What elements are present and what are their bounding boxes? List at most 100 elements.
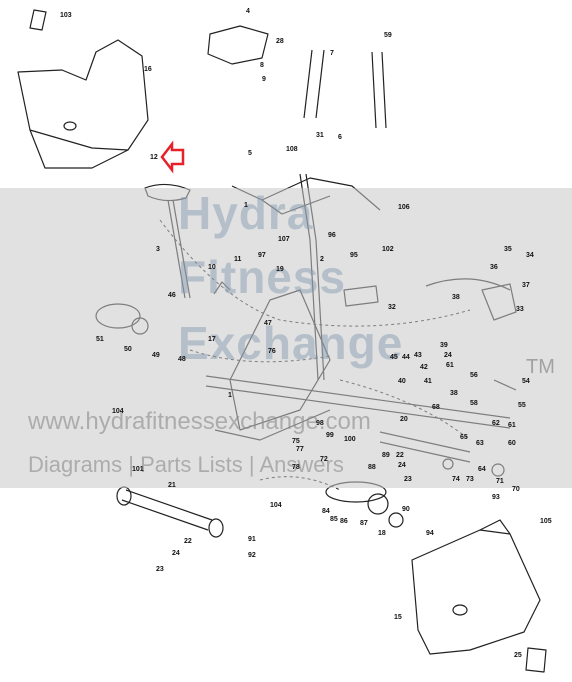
callout-22: 22: [396, 452, 404, 459]
highlight-arrow: [160, 140, 185, 174]
callout-48: 48: [178, 356, 186, 363]
rear-shroud-top: [17, 39, 149, 169]
callout-42: 42: [420, 364, 428, 371]
callout-41: 41: [424, 378, 432, 385]
callout-102: 102: [382, 246, 394, 253]
callout-40: 40: [398, 378, 406, 385]
callout-95: 95: [350, 252, 358, 259]
callout-9: 9: [262, 76, 266, 83]
callout-36: 36: [490, 264, 498, 271]
callout-85: 85: [330, 516, 338, 523]
callout-23: 23: [404, 476, 412, 483]
callout-4: 4: [246, 8, 250, 15]
callout-10: 10: [208, 264, 216, 271]
callout-65: 65: [460, 434, 468, 441]
callout-3: 3: [156, 246, 160, 253]
callout-75: 75: [292, 438, 300, 445]
callout-104-b: 104: [270, 502, 282, 509]
watermark-exchange: Exchange: [178, 317, 404, 369]
callout-64: 64: [478, 466, 486, 473]
callout-49: 49: [152, 352, 160, 359]
callout-1: 1: [244, 202, 248, 209]
console: [207, 25, 269, 65]
watermark-trademark: TM: [526, 356, 555, 378]
callout-61: 61: [446, 362, 454, 369]
callout-1-b: 1: [228, 392, 232, 399]
callout-2: 2: [320, 256, 324, 263]
callout-94: 94: [426, 530, 434, 537]
callout-70: 70: [512, 486, 520, 493]
callout-34: 34: [526, 252, 534, 259]
callout-97: 97: [258, 252, 266, 259]
callout-106: 106: [398, 204, 410, 211]
callout-76: 76: [268, 348, 276, 355]
callout-108: 108: [286, 146, 298, 153]
callout-20: 20: [400, 416, 408, 423]
callout-24-b: 24: [398, 462, 406, 469]
callout-72: 72: [320, 456, 328, 463]
callout-46: 46: [168, 292, 176, 299]
side-shroud-bottom: [411, 529, 541, 655]
callout-54: 54: [522, 378, 530, 385]
callout-58: 58: [470, 400, 478, 407]
callout-71: 71: [496, 478, 504, 485]
callout-18: 18: [378, 530, 386, 537]
callout-107: 107: [278, 236, 290, 243]
callout-32: 32: [388, 304, 396, 311]
callout-86: 86: [340, 518, 348, 525]
callout-50: 50: [124, 346, 132, 353]
callout-78: 78: [292, 464, 300, 471]
callout-12: 12: [150, 154, 158, 161]
callout-6: 6: [338, 134, 342, 141]
callout-24: 24: [444, 352, 452, 359]
watermark-hydra: Hydra: [178, 187, 314, 239]
callout-16: 16: [144, 66, 152, 73]
stabilizer-tube: [121, 489, 213, 531]
callout-74: 74: [452, 476, 460, 483]
callout-11: 11: [234, 256, 242, 263]
callout-100: 100: [344, 436, 356, 443]
callout-31: 31: [316, 132, 324, 139]
callout-28: 28: [276, 38, 284, 45]
callout-96: 96: [328, 232, 336, 239]
callout-77: 77: [296, 446, 304, 453]
callout-15: 15: [394, 614, 402, 621]
callout-35: 35: [504, 246, 512, 253]
callout-43: 43: [414, 352, 422, 359]
watermark-url: www.hydrafitnessexchange.com: [28, 408, 371, 435]
callout-45: 45: [390, 354, 398, 361]
callout-62: 62: [492, 420, 500, 427]
callout-38: 38: [452, 294, 460, 301]
callout-47: 47: [264, 320, 272, 327]
callout-44: 44: [402, 354, 410, 361]
callout-103: 103: [60, 12, 72, 19]
watermark-fitness: Fitness: [178, 251, 347, 303]
callout-24-c: 24: [172, 550, 180, 557]
callout-7: 7: [330, 50, 334, 57]
callout-5: 5: [248, 150, 252, 157]
callout-59: 59: [384, 32, 392, 39]
callout-61-b: 61: [508, 422, 516, 429]
callout-105: 105: [540, 518, 552, 525]
callout-51: 51: [96, 336, 104, 343]
callout-84: 84: [322, 508, 330, 515]
callout-39: 39: [440, 342, 448, 349]
callout-8: 8: [260, 62, 264, 69]
callout-73: 73: [466, 476, 474, 483]
callout-33: 33: [516, 306, 524, 313]
callout-23-b: 23: [156, 566, 164, 573]
callout-104: 104: [112, 408, 124, 415]
callout-90: 90: [402, 506, 410, 513]
callout-88: 88: [368, 464, 376, 471]
pulley-wheel: [367, 493, 389, 515]
callout-17: 17: [208, 336, 216, 343]
callout-93: 93: [492, 494, 500, 501]
callout-98: 98: [316, 420, 324, 427]
callout-99: 99: [326, 432, 334, 439]
callout-63: 63: [476, 440, 484, 447]
callout-19: 19: [276, 266, 284, 273]
callout-25: 25: [514, 652, 522, 659]
callout-55: 55: [518, 402, 526, 409]
callout-89: 89: [382, 452, 390, 459]
